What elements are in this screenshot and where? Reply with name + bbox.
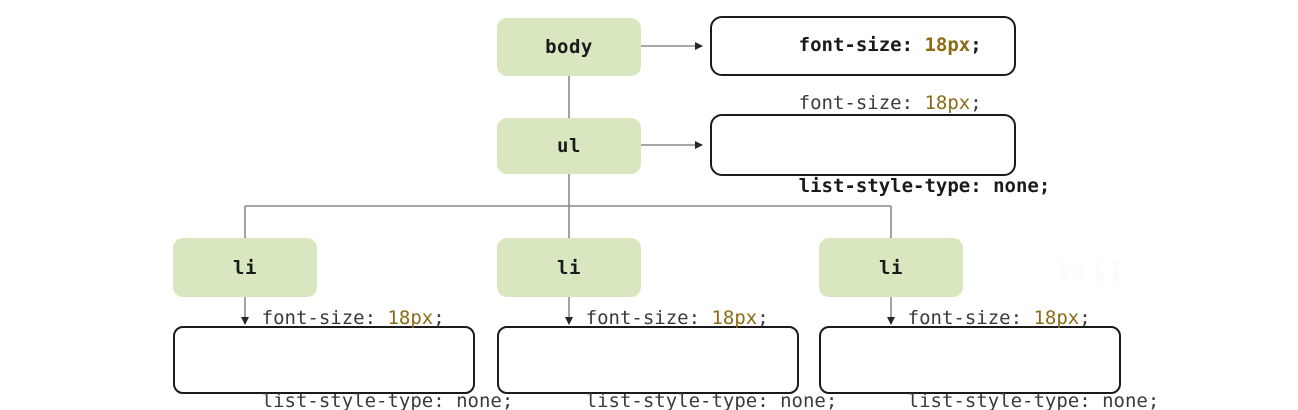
declaration-property: font-size: (585, 306, 712, 329)
declaration-property: font-size: (261, 306, 388, 329)
node-li-1[interactable]: li (173, 238, 317, 297)
declaration-box-li-2: font-size: 18px; list-style-type: none; (497, 307, 837, 410)
declaration-property: list-style-type: (907, 389, 1103, 410)
declaration-semicolon: ; (1147, 389, 1160, 410)
declaration-line: list-style-type: none; (193, 360, 514, 410)
declaration-value: none (780, 389, 826, 410)
declaration-semicolon: ; (1079, 306, 1091, 329)
declaration-semicolon: ; (970, 91, 982, 114)
declaration-semicolon: ; (1038, 174, 1051, 197)
node-ul-label: ul (557, 135, 581, 157)
declaration-semicolon: ; (433, 306, 445, 329)
declaration-semicolon: ; (970, 34, 982, 57)
node-body-label: body (545, 36, 593, 58)
node-li-3-label: li (879, 256, 903, 279)
node-body[interactable]: body (497, 18, 641, 76)
declaration-line: font-size: 18px; (193, 277, 455, 360)
declaration-value: none (456, 389, 502, 410)
node-li-2-label: li (557, 256, 581, 279)
declaration-property: font-size: (907, 306, 1034, 329)
declaration-value: none (993, 174, 1039, 197)
declaration-property: font-size: (798, 91, 925, 114)
node-li-3[interactable]: li (819, 238, 963, 297)
declaration-semicolon: ; (757, 306, 769, 329)
declaration-line: font-size: 18px; (730, 5, 996, 88)
declaration-line: font-size: 18px; (839, 277, 1101, 360)
declaration-line: font-size: 18px; (517, 277, 779, 360)
node-ul[interactable]: ul (497, 118, 641, 174)
declaration-box-li-3: font-size: 18px; list-style-type: none; (819, 307, 1159, 410)
declaration-value: 18px (387, 306, 434, 329)
declaration-box-body: font-size: 18px; (710, 16, 1016, 76)
declaration-line: list-style-type: none; (730, 145, 1051, 228)
declaration-property: list-style-type: (585, 389, 781, 410)
declaration-line: font-size: 18px; (730, 62, 996, 145)
declaration-semicolon: ; (501, 389, 514, 410)
declaration-value: 18px (924, 34, 971, 57)
declaration-property: list-style-type: (261, 389, 457, 410)
declaration-value: 18px (1033, 306, 1080, 329)
declaration-property: list-style-type: (798, 174, 994, 197)
declaration-semicolon: ; (825, 389, 838, 410)
node-li-2[interactable]: li (497, 238, 641, 297)
declaration-line: list-style-type: none; (839, 360, 1160, 410)
declaration-line: list-style-type: none; (517, 360, 838, 410)
declaration-property: font-size: (798, 34, 925, 57)
declaration-value: none (1102, 389, 1148, 410)
declaration-value: 18px (924, 91, 971, 114)
declaration-box-li-1: font-size: 18px; list-style-type: none; (173, 307, 513, 410)
node-li-1-label: li (233, 256, 257, 279)
declaration-value: 18px (711, 306, 758, 329)
declaration-box-ul: font-size: 18px; list-style-type: none; (710, 92, 1050, 197)
watermark-text: 1111 (1055, 258, 1126, 288)
